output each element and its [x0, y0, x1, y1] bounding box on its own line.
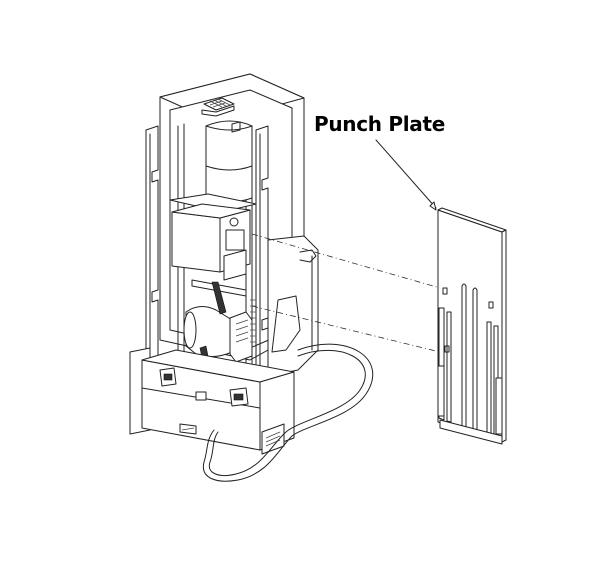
punch-plate: [437, 207, 507, 445]
mechanism-assembly: [129, 73, 374, 482]
callout-leader: [375, 139, 437, 211]
assembly-guide-lines: [251, 233, 441, 353]
punch-plate-label: Punch Plate: [314, 112, 446, 136]
